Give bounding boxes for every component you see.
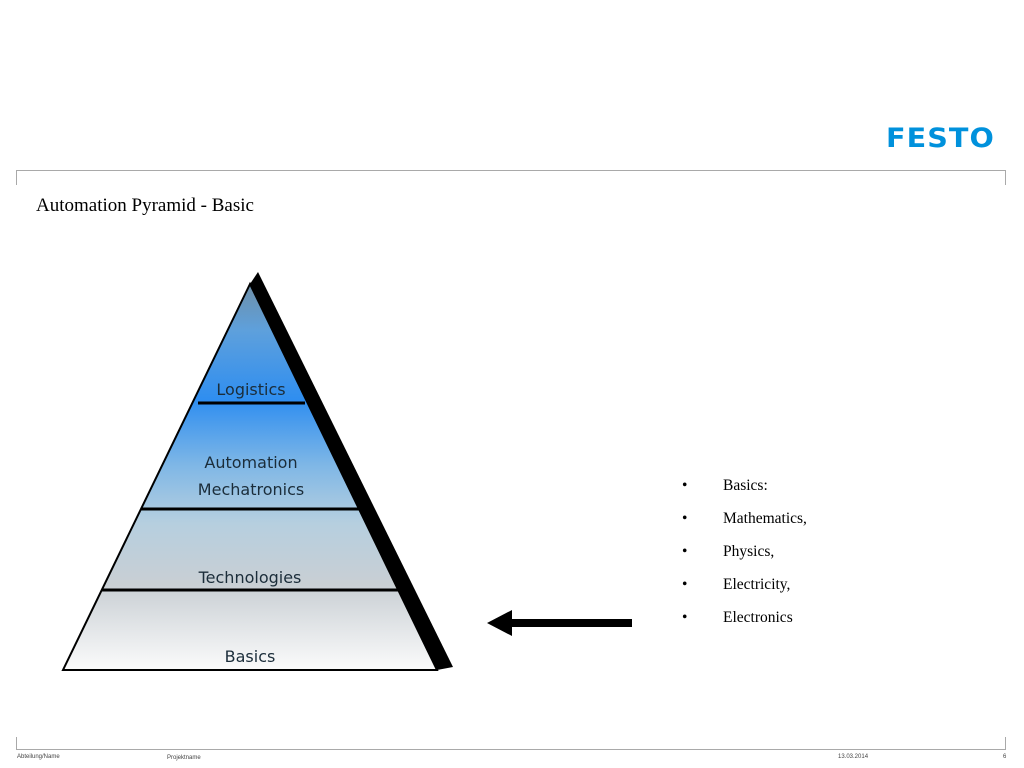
bullet-text: Physics, [723,543,775,560]
footer-page-number: 6 [1003,754,1007,760]
bullet-item: • Electronics [682,606,807,639]
bullet-icon: • [682,576,688,593]
slide-title: Automation Pyramid - Basic [36,195,254,216]
left-arrow-icon [487,610,632,636]
bullet-icon: • [682,477,688,494]
header-divider [16,170,1006,185]
pyramid-body [61,281,439,671]
footer-project: Projektname [167,755,201,761]
bullet-text: Basics: [723,477,768,494]
bullet-text: Electronics [723,609,793,626]
bullet-item: • Mathematics, [682,507,807,540]
level-technologies: Technologies [198,568,302,587]
level-basics: Basics [225,647,276,666]
festo-logo: FESTO [886,123,995,154]
footer-date: 13.03.2014 [838,754,869,760]
bullet-icon: • [682,609,688,626]
level-automation: Automation [204,453,297,472]
bullet-icon: • [682,543,688,560]
footer-divider [16,737,1006,750]
bullet-text: Mathematics, [723,510,807,527]
bullet-item: • Electricity, [682,573,807,606]
bullet-text: Electricity, [723,576,791,593]
level-logistics: Logistics [216,380,285,399]
level-mechatronics: Mechatronics [198,480,304,499]
footer-department: Abteilung/Name [17,754,60,760]
bullet-item: • Physics, [682,540,807,573]
bullet-item: • Basics: [682,474,807,507]
bullet-list: • Basics: • Mathematics, • Physics, • Electr… [682,474,807,639]
bullet-icon: • [682,510,688,527]
pyramid-shadow [250,272,453,670]
